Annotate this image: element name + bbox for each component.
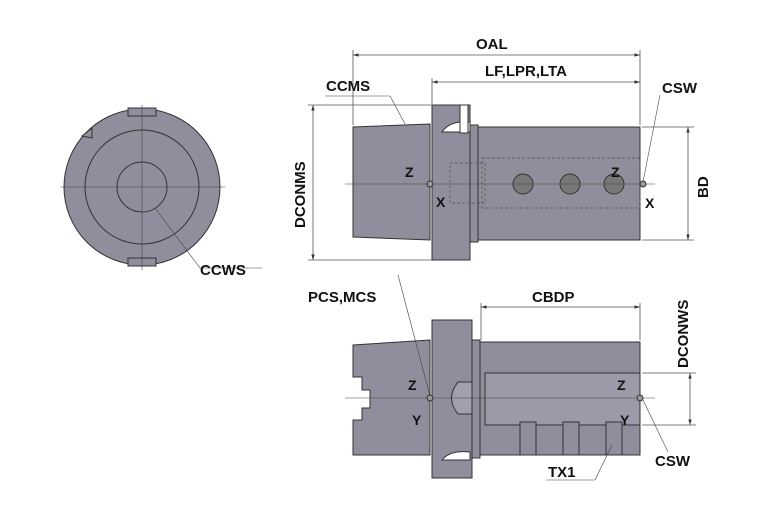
y-axis-label: Y	[412, 412, 422, 428]
ccws-label: CCWS	[200, 262, 246, 279]
cbdp-label: CBDP	[532, 289, 575, 306]
z-axis-label: Z	[408, 377, 417, 393]
end-view: CCWS	[60, 105, 262, 279]
z-axis-label: Z	[611, 164, 620, 180]
lf-lpr-lta-label: LF,LPR,LTA	[485, 63, 567, 80]
bd-label: BD	[695, 176, 712, 198]
pcs-mcs-label: PCS,MCS	[308, 289, 376, 306]
ccms-label: CCMS	[326, 78, 370, 95]
oal-label: OAL	[476, 36, 508, 53]
csw-bottom-label: CSW	[655, 453, 691, 470]
x-axis-label: X	[436, 194, 446, 210]
z-axis-label: Z	[617, 377, 626, 393]
dconws-label: DCONWS	[675, 300, 692, 368]
side-view: PCS,MCS CBDP DCONWS CSW TX1 Z Y Z Y	[308, 274, 696, 481]
x-axis-label: X	[645, 195, 655, 211]
csw-top-label: CSW	[662, 80, 698, 97]
tx1-label: TX1	[548, 464, 576, 481]
dconms-label: DCONMS	[292, 161, 309, 228]
top-view: OAL LF,LPR,LTA CCMS CSW DCONMS BD Z X Z …	[292, 36, 712, 261]
y-axis-label: Y	[620, 412, 630, 428]
z-axis-label: Z	[405, 164, 414, 180]
